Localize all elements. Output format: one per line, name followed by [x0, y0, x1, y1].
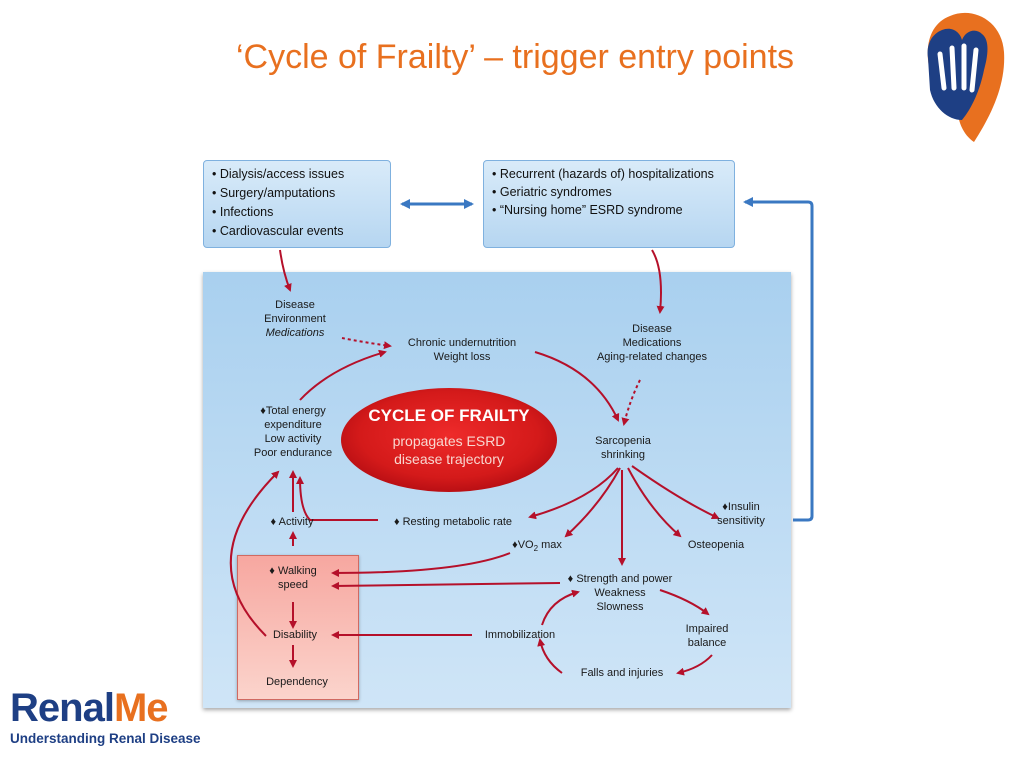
brand-tagline: Understanding Renal Disease — [10, 731, 201, 746]
node-immobilization: Immobilization — [484, 629, 556, 641]
list-item: Dialysis/access issues — [212, 165, 382, 184]
list-item: Surgery/amputations — [212, 184, 382, 203]
node-impaired-balance: Impaired balance — [676, 622, 738, 650]
node-strength-power: ♦ Strength and power Weakness Slowness — [550, 572, 690, 614]
list-item: “Nursing home” ESRD syndrome — [492, 201, 726, 219]
list-item: Geriatric syndromes — [492, 183, 726, 201]
node-text: Slowness — [596, 601, 644, 613]
hand-logo-icon — [927, 12, 1005, 142]
brand-me: Me — [113, 686, 169, 730]
node-dependency: Dependency — [266, 676, 328, 688]
disability-panel — [237, 555, 359, 700]
node-text: Weakness — [594, 587, 646, 599]
node-text: Medications — [622, 337, 682, 349]
node-walking-speed: ♦ Walking speed — [250, 564, 336, 592]
node-text: ♦ Walking — [269, 565, 317, 577]
node-text: Disease — [275, 299, 315, 311]
node-text: Environment — [264, 313, 326, 325]
trigger-box-right: Recurrent (hazards of) hospitalizations … — [483, 160, 735, 248]
node-text: 2 — [533, 544, 539, 554]
node-text: Medications — [265, 327, 325, 339]
node-text: Chronic undernutrition — [407, 337, 517, 349]
slide-title: ‘Cycle of Frailty’ – trigger entry point… — [235, 38, 795, 76]
node-text: speed — [278, 579, 308, 591]
node-falls-injuries: Falls and injuries — [580, 667, 664, 679]
node-insulin-sensitivity: ♦Insulin sensitivity — [706, 500, 776, 528]
node-osteopenia: Osteopenia — [687, 539, 745, 551]
list-item: Recurrent (hazards of) hospitalizations — [492, 165, 726, 183]
node-disease-aging: Disease Medications Aging-related change… — [584, 322, 720, 364]
node-text: Weight loss — [433, 351, 491, 363]
node-text: Disease — [632, 323, 672, 335]
cycle-ellipse — [341, 388, 557, 492]
cycle-subtitle-line: disease trajectory — [394, 451, 504, 467]
node-text: balance — [687, 637, 727, 649]
renalme-logo: RenalMe Understanding Renal Disease — [10, 688, 201, 746]
cycle-subtitle-line: propagates ESRD — [392, 433, 506, 449]
node-activity: ♦ Activity — [270, 516, 314, 528]
node-text: ♦ Strength and power — [567, 573, 673, 585]
brand-renal: Renal — [10, 686, 115, 730]
node-disease-environment: Disease Environment Medications — [250, 298, 340, 340]
node-text: Poor endurance — [253, 447, 333, 459]
node-sarcopenia: Sarcopenia shrinking — [580, 434, 666, 462]
list-item: Cardiovascular events — [212, 222, 382, 241]
node-undernutrition: Chronic undernutrition Weight loss — [392, 336, 532, 364]
node-text: sensitivity — [717, 515, 765, 527]
node-energy-expenditure: ♦Total energy expenditure Low activity P… — [238, 404, 348, 460]
node-vo2-max: ♦VO2 max — [502, 538, 572, 556]
cycle-subtitle: propagates ESRD disease trajectory — [343, 432, 555, 468]
node-text: shrinking — [600, 449, 646, 461]
node-text: Low activity — [264, 433, 322, 445]
list-item: Infections — [212, 203, 382, 222]
node-text: Impaired — [685, 623, 729, 635]
node-text: ♦Insulin — [722, 501, 760, 513]
node-text: Aging-related changes — [596, 351, 708, 363]
node-resting-metabolic-rate: ♦ Resting metabolic rate — [393, 516, 513, 528]
trigger-box-left: Dialysis/access issues Surgery/amputatio… — [203, 160, 391, 248]
node-text: ♦VO — [512, 539, 534, 551]
node-text: max — [538, 539, 562, 551]
node-text: Sarcopenia — [595, 435, 651, 447]
cycle-title: CYCLE OF FRAILTY — [368, 406, 530, 425]
node-disability: Disability — [272, 629, 317, 641]
node-text: expenditure — [264, 419, 322, 431]
node-text: ♦Total energy — [260, 405, 326, 417]
